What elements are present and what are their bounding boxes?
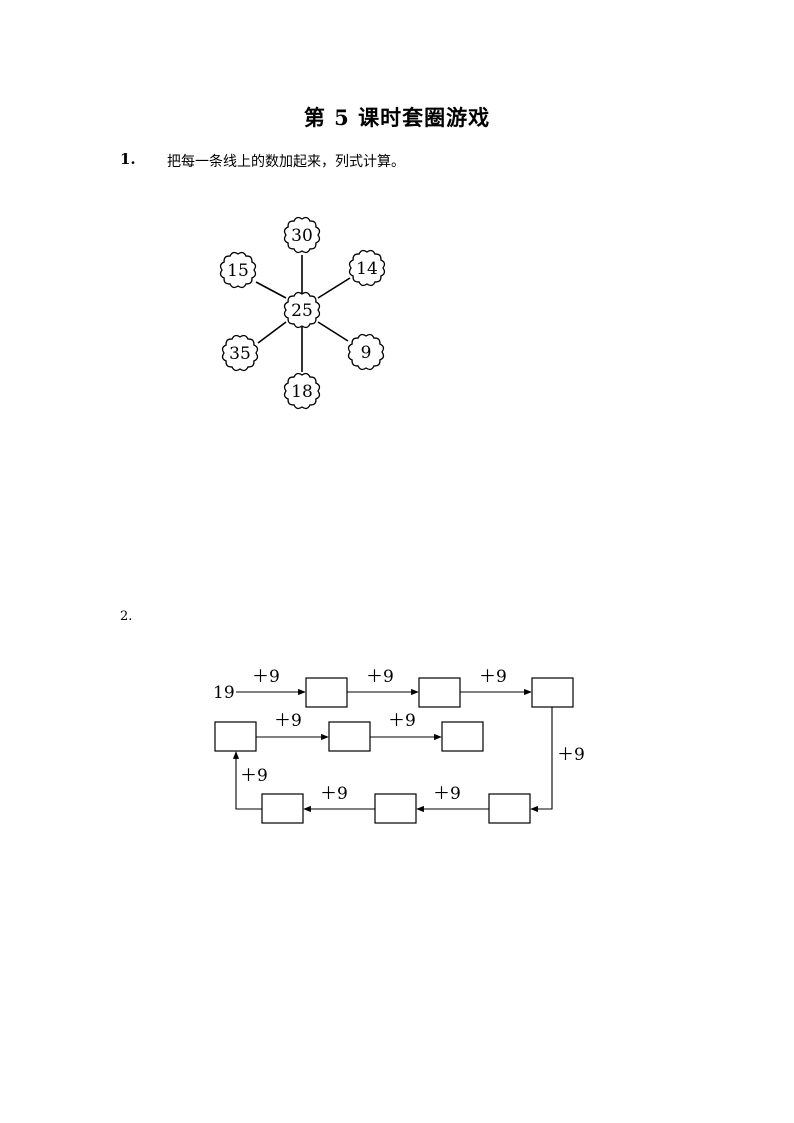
outer-number: 30 <box>291 226 313 246</box>
plus-nine-label: ＋9 <box>320 784 348 804</box>
page-title: 第 5 课时套圈游戏 <box>303 105 491 130</box>
outer-number: 35 <box>229 344 251 364</box>
outer-bubble: 14 <box>348 249 386 287</box>
outer-bubble: 30 <box>283 216 321 254</box>
answer-box[interactable] <box>305 677 348 708</box>
plus-nine-label: ＋9 <box>388 711 416 731</box>
plus-nine-label: ＋9 <box>366 667 394 687</box>
answer-box[interactable] <box>328 721 371 752</box>
spoke-line <box>255 281 287 299</box>
answer-box[interactable] <box>418 677 461 708</box>
center-number: 25 <box>291 301 313 321</box>
answer-box[interactable] <box>441 721 484 752</box>
outer-bubble: 15 <box>219 251 257 289</box>
answer-box[interactable] <box>374 793 417 824</box>
spoke-line <box>317 321 349 342</box>
answer-box[interactable] <box>261 793 304 824</box>
start-number: 19 <box>213 683 235 703</box>
plus-nine-label: ＋9 <box>433 784 461 804</box>
answer-box[interactable] <box>214 721 257 752</box>
outer-number: 15 <box>227 261 249 281</box>
question-1-number: 1. <box>120 150 136 168</box>
question-2-number: 2. <box>120 609 133 624</box>
question-1-instruction: 把每一条线上的数加起来，列式计算。 <box>167 154 405 170</box>
plus-nine-label: ＋9 <box>479 667 507 687</box>
outer-bubble: 18 <box>283 372 321 410</box>
center-bubble: 25 <box>283 291 321 329</box>
outer-bubble: 35 <box>221 334 259 372</box>
plus-nine-label: ＋9 <box>557 745 585 765</box>
plus-nine-label: ＋9 <box>240 766 268 786</box>
plus-nine-label: ＋9 <box>252 667 280 687</box>
outer-number: 14 <box>356 259 378 279</box>
answer-box[interactable] <box>488 793 531 824</box>
outer-bubble: 9 <box>347 333 385 371</box>
arrow-line <box>232 751 262 810</box>
arrow-line <box>530 707 553 813</box>
outer-number: 9 <box>361 343 372 363</box>
spoke-line <box>257 321 287 344</box>
answer-box[interactable] <box>531 677 574 708</box>
plus-nine-label: ＋9 <box>274 711 302 731</box>
spoke-line <box>317 277 351 299</box>
outer-number: 18 <box>291 382 313 402</box>
